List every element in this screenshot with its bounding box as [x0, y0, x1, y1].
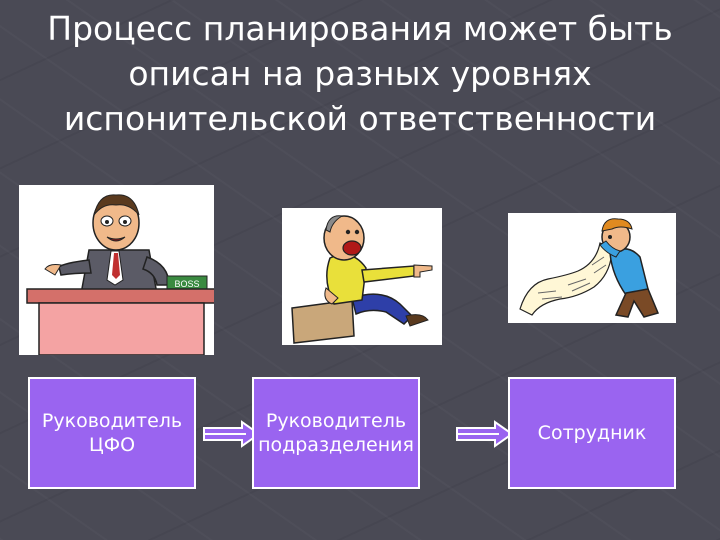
- employee-reading-list-illustration: [508, 213, 676, 323]
- title-line-3: испонительской ответственности: [63, 99, 657, 138]
- employee-illustration-svg: [508, 213, 676, 323]
- level-2-line-2: подразделения: [258, 434, 414, 456]
- level-2-line-1: Руководитель: [265, 410, 407, 432]
- level-box-cfo-head: Руководитель ЦФО: [28, 377, 196, 489]
- level-box-employee: Сотрудник: [508, 377, 676, 489]
- shouting-manager-illustration: [282, 208, 442, 345]
- level-box-department-head: Руководитель подразделения: [252, 377, 420, 489]
- level-1-line-2: ЦФО: [88, 434, 136, 456]
- level-box-1-text: Руководитель ЦФО: [42, 409, 182, 457]
- boss-illustration-svg: BOSS: [19, 185, 214, 355]
- title-line-1: Процесс планирования может быть: [47, 9, 673, 48]
- manager-illustration-svg: [282, 208, 442, 345]
- title-line-2: описан на разных уровнях: [128, 54, 592, 93]
- right-double-arrow-icon: [456, 420, 514, 448]
- level-box-3-text: Сотрудник: [538, 421, 647, 445]
- level-3-line-1: Сотрудник: [537, 422, 647, 444]
- right-double-arrow-icon: [203, 420, 261, 448]
- slide-title: Процесс планирования может быть описан н…: [0, 6, 720, 141]
- level-1-line-1: Руководитель: [41, 410, 183, 432]
- boss-at-podium-illustration: BOSS: [19, 185, 214, 355]
- level-box-2-text: Руководитель подразделения: [258, 409, 414, 457]
- boss-plate-text: BOSS: [174, 279, 199, 289]
